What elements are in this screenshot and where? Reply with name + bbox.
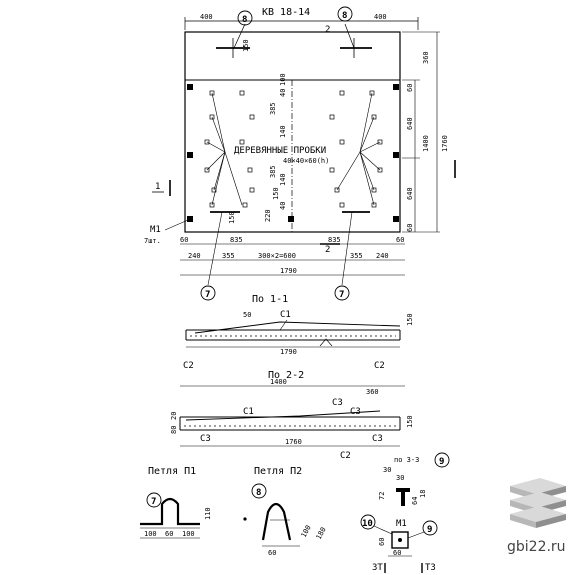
cut-1-left: 1 xyxy=(155,182,160,192)
dim-50-s11: 50 xyxy=(243,311,251,319)
dim-355-left: 355 xyxy=(222,252,235,260)
dim-150-top: 150 xyxy=(242,39,250,52)
marker-8-left: 8 xyxy=(242,15,247,25)
dim-60-p2: 60 xyxy=(268,549,276,557)
m1-qty: 7шт. xyxy=(144,237,161,245)
t1-label: 3Т xyxy=(372,563,383,573)
watermark: gbi22.ru xyxy=(507,478,566,555)
loop-p2: Петля П2 8 60 100 180 xyxy=(243,466,328,557)
marker-10: 10 xyxy=(362,519,373,529)
c1-s22: С1 xyxy=(243,407,254,417)
dim-180-p2: 180 xyxy=(315,526,328,541)
dim-835-right: 835 xyxy=(328,236,341,244)
dim-60-m1: 60 xyxy=(378,538,386,546)
c1-s11: С1 xyxy=(280,310,291,320)
wood-plugs xyxy=(204,90,383,208)
dim-100-p2: 100 xyxy=(300,524,313,539)
loop-p1-title: Петля П1 xyxy=(148,466,196,477)
loop-p1: Петля П1 7 100 60 100 110 xyxy=(140,466,212,539)
dim-140-a: 140 xyxy=(279,125,287,138)
dim-1760-s22: 1760 xyxy=(285,438,302,446)
dim-220: 220 xyxy=(264,209,272,222)
logo-icon xyxy=(510,478,566,528)
dim-835-left: 835 xyxy=(230,236,243,244)
c2-s11-left: С2 xyxy=(183,361,194,371)
dim-60-p1: 60 xyxy=(165,530,173,538)
c3-s22-mid: С3 xyxy=(350,407,361,417)
dim-100-a: 100 xyxy=(279,73,287,86)
dim-240-right: 240 xyxy=(376,252,389,260)
loop-p2-title: Петля П2 xyxy=(254,466,302,477)
dim-60-right: 60 xyxy=(406,84,414,92)
dim-60-m1-bottom: 60 xyxy=(393,549,401,557)
dim-640-b: 640 xyxy=(406,187,414,200)
cut-2-bottom: 2 xyxy=(325,245,330,255)
dim-40-a: 40 xyxy=(279,89,287,97)
dim-64: 64 xyxy=(411,497,419,505)
dim-100-p1-left: 100 xyxy=(144,530,157,538)
dim-60-br: 60 xyxy=(406,224,414,232)
m1-label: М1 xyxy=(150,225,161,235)
dim-400-right: 400 xyxy=(374,13,387,21)
section-22-title: По 2-2 xyxy=(268,370,304,381)
marker-9-bottom: 9 xyxy=(427,525,432,535)
dim-20-s22: 20 xyxy=(170,412,178,420)
dim-150-s22: 150 xyxy=(406,415,414,428)
marker-7-right: 7 xyxy=(339,290,344,300)
dim-150-s11: 150 xyxy=(406,313,414,326)
dim-150-c: 150 xyxy=(272,187,280,200)
section-3-3: по 3-3 9 30 30 72 64 18 М1 10 60 9 60 3Т… xyxy=(360,452,450,573)
cut-2-top: 2 xyxy=(325,25,330,35)
c3-s22-right: С3 xyxy=(372,434,383,444)
dim-1760-right: 1760 xyxy=(441,135,449,152)
dim-1400-right: 1400 xyxy=(422,135,430,152)
dim-1790-plan: 1790 xyxy=(280,267,297,275)
marker-9-top: 9 xyxy=(439,457,444,467)
dim-300x2: 300×2=600 xyxy=(258,252,296,260)
dim-385-a: 385 xyxy=(269,102,277,115)
c2-s11-right: С2 xyxy=(374,361,385,371)
dim-140-b: 140 xyxy=(279,173,287,186)
section-2-2: По 2-2 1400 360 С1 С3 С3 150 20 80 С3 С3… xyxy=(170,370,414,461)
main-title: КВ 18-14 xyxy=(262,7,310,18)
wood-plugs-size: 40×40×60(h) xyxy=(283,157,329,165)
dim-355-right: 355 xyxy=(350,252,363,260)
dim-100-p1-right: 100 xyxy=(182,530,195,538)
c2-s22: С2 xyxy=(340,451,351,461)
dim-72: 72 xyxy=(378,492,386,500)
dim-18: 18 xyxy=(419,490,427,498)
dim-385-b: 385 xyxy=(269,165,277,178)
dim-400-left: 400 xyxy=(200,13,213,21)
marker-7-left: 7 xyxy=(205,290,210,300)
c3-s22-left: С3 xyxy=(200,434,211,444)
marker-8-loop: 8 xyxy=(256,488,261,498)
m1-detail-title: М1 xyxy=(396,519,407,529)
marker-7-loop: 7 xyxy=(151,497,156,507)
dim-30-b: 30 xyxy=(396,474,404,482)
leader-lines xyxy=(206,92,381,206)
dim-80-s22: 80 xyxy=(170,426,178,434)
dim-40-b: 40 xyxy=(279,202,287,210)
dim-640-a: 640 xyxy=(406,117,414,130)
dim-1790-s11: 1790 xyxy=(280,348,297,356)
dim-30-a: 30 xyxy=(383,466,391,474)
c3-s22-top: С3 xyxy=(332,398,343,408)
watermark-site: gbi22.ru xyxy=(507,539,566,555)
section-33-title: по 3-3 xyxy=(394,456,419,464)
section-11-title: По 1-1 xyxy=(252,294,288,305)
dim-360-s22: 360 xyxy=(366,388,379,396)
dim-110-p1: 110 xyxy=(204,507,212,520)
dim-1400-s22: 1400 xyxy=(270,378,287,386)
dim-60-bb: 60 xyxy=(396,236,404,244)
dim-360-right: 360 xyxy=(422,51,430,64)
wood-plugs-label: ДЕРЕВЯННЫЕ ПРОБКИ xyxy=(234,146,326,156)
marker-8-right: 8 xyxy=(342,11,347,21)
t3-label: Т3 xyxy=(425,563,436,573)
plan-view: КВ 18-14 400 400 20 2 8 8 150 xyxy=(144,6,456,301)
dim-150-bottom: 150 xyxy=(228,211,236,224)
section-1-1: По 1-1 50 С1 150 1790 С2 С2 xyxy=(183,294,414,371)
dim-60-bl: 60 xyxy=(180,236,188,244)
dim-240-left: 240 xyxy=(188,252,201,260)
